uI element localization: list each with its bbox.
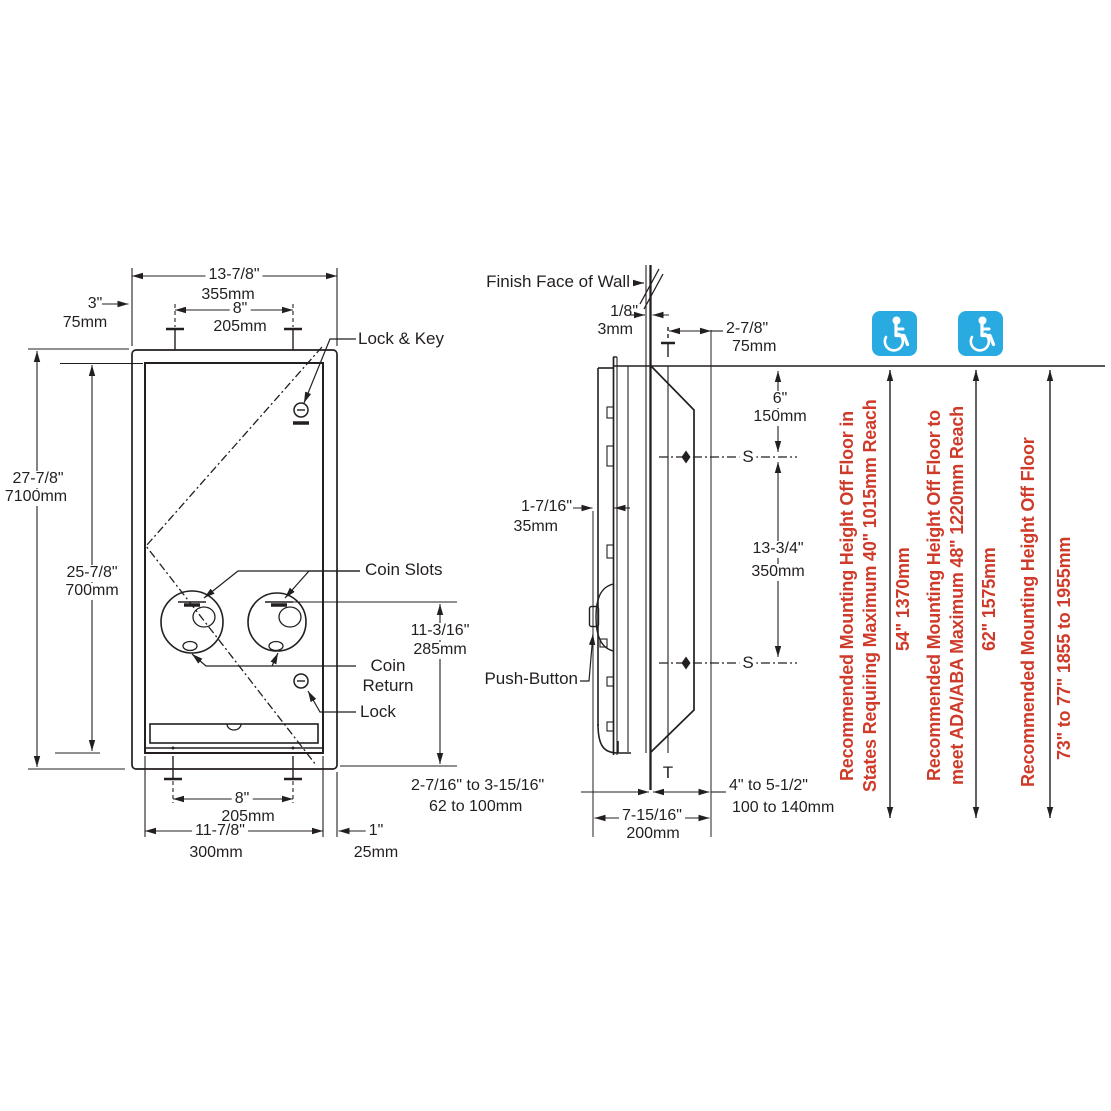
front-flange [131,349,338,770]
mounting-note-3-line1: Recommended Mounting Height Off Floor [1018,437,1038,788]
side-view [573,265,1105,837]
dim-flange-overlap-in: 1" [365,822,387,840]
mounting-value-2: 62" 1575mm [979,547,999,651]
mounting-hole-marks [164,327,302,781]
label-t-bottom: T [659,764,677,782]
front-leader-lines [191,338,360,713]
label-s-upper: S [739,448,757,466]
dim-top-to-front-mm: 75mm [732,338,777,355]
side-profile [597,356,695,755]
label-lock-and-key: Lock & Key [358,329,444,348]
dim-opening-width-in: 11-7/8" [192,822,248,840]
dim-s-spacing-in: 13-3/4" [749,540,807,558]
dim-hole-spacing-bottom-mm: 205mm [221,808,275,825]
mounting-value-3: 73" to 77" 1855 to 1955mm [1054,536,1074,760]
dim-overall-height-mm: 7100mm [1,488,71,506]
accessibility-icon-2 [958,311,1003,356]
mounting-note-2-line1: Recommended Mounting Height Off Floor to [924,410,944,782]
wall-section-line [639,265,664,790]
accessibility-icon-1 [872,311,917,356]
dim-overall-width-mm: 355mm [201,286,255,303]
dim-s-spacing-mm: 350mm [748,563,808,581]
stud-marker-upper [659,450,797,464]
dim-opening-width-mm: 300mm [189,844,243,861]
mounting-note-1-line1: Recommended Mounting Height Off Floor in [837,411,857,781]
top-t-mark [661,327,675,357]
label-coin-return-2: Return [362,676,414,695]
dim-overall-width-in: 13-7/8" [205,266,263,284]
coin-mech-left [160,590,224,654]
dim-opening-height-mm: 700mm [62,582,122,600]
dim-top-to-s-mm: 150mm [750,408,810,426]
lock-and-key-icon [293,402,309,425]
label-coin-return-1: Coin [370,656,406,675]
dim-top-to-s-in: 6" [769,390,791,408]
side-leader-lines [580,279,644,682]
label-push-button: Push-Button [484,669,578,688]
dim-wall-gap-mm: 3mm [597,321,633,338]
dim-overall-height-in: 27-7/8" [9,470,67,488]
dim-wall-gap-in: 1/8" [610,303,638,320]
mounting-height-arrows [886,370,1054,818]
dim-button-projection-in: 1-7/16" [520,498,572,515]
label-lock: Lock [360,702,396,721]
dim-projection-in: 4" to 5-1/2" [729,777,808,794]
front-view [28,268,457,837]
lock-icon [293,673,309,689]
front-wall-opening [144,362,324,754]
mounting-note-2-line2: meet ADA/ABA Maximum 48" 1220mm Reach [947,406,967,786]
coin-return-slot-right [268,640,284,652]
dim-overall-depth-mm: 200mm [623,825,683,843]
mounting-value-1: 54" 1370mm [893,547,913,651]
dim-side-clearance-mm: 75mm [62,314,108,331]
stud-marker-lower [659,656,797,670]
dim-recess-mm: 62 to 100mm [429,798,523,815]
label-s-lower: S [739,654,757,672]
door-swing-line [145,346,323,766]
dim-slot-to-bottom-mm: 285mm [410,641,470,659]
dim-hole-spacing-top-in: 8" [229,300,251,318]
dim-top-to-front-in: 2-7/8" [726,320,769,337]
dispensing-tray [145,723,323,749]
dim-button-projection-mm: 35mm [513,518,558,535]
dim-recess-in: 2-7/16" to 3-15/16" [411,777,545,794]
dim-hole-spacing-top-mm: 205mm [213,318,267,335]
dim-flange-overlap-mm: 25mm [353,844,399,861]
label-finish-face-of-wall: Finish Face of Wall [486,272,630,291]
dim-slot-to-bottom-in: 11-3/16" [407,622,473,640]
coin-return-slot-left [182,640,198,652]
dim-projection-mm: 100 to 140mm [732,799,835,816]
dim-side-clearance-in: 3" [87,295,103,312]
push-button-profile [588,583,614,652]
label-coin-slots: Coin Slots [365,560,443,579]
mounting-note-1-line2: States Requiring Maximum 40" 1015mm Reac… [860,399,880,793]
dim-hole-spacing-bottom-in: 8" [231,790,253,808]
dim-overall-depth-in: 7-15/16" [619,807,685,825]
coin-mech-right [247,592,307,652]
dim-opening-height-in: 25-7/8" [63,564,121,582]
